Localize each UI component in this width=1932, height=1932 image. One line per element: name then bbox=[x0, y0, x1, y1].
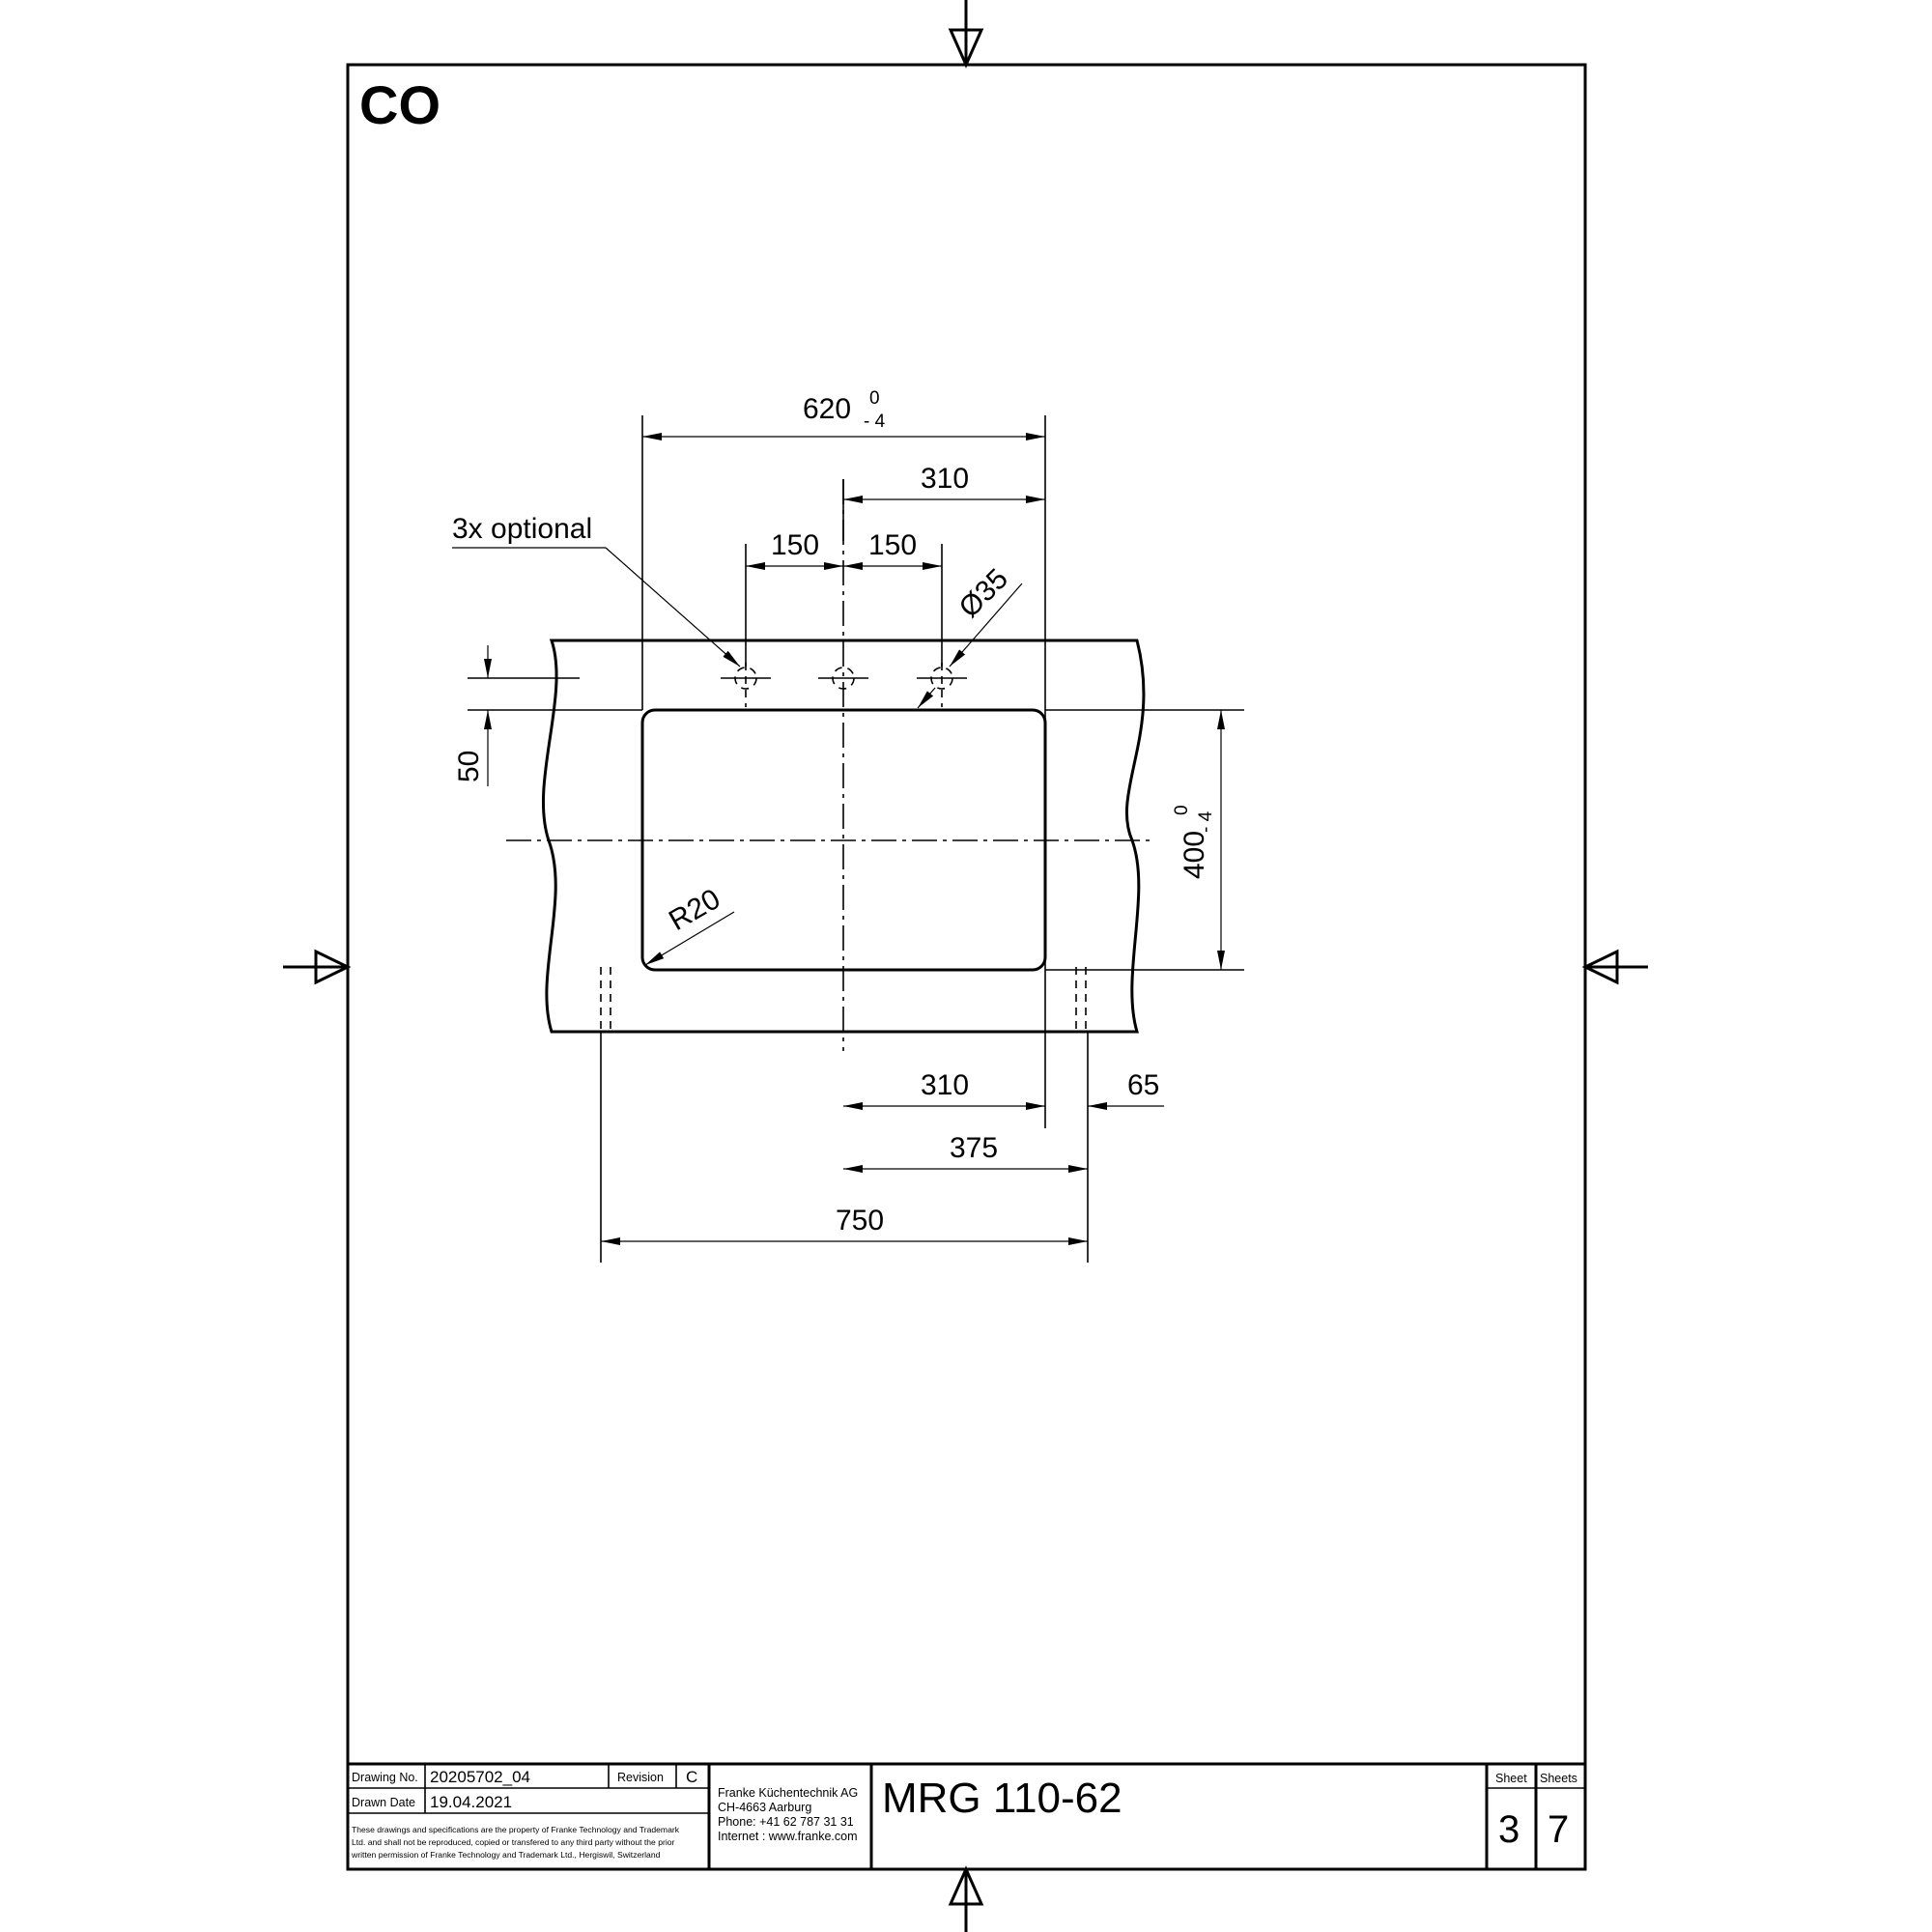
dim-text-750: 750 bbox=[836, 1205, 884, 1236]
dim-text-375: 375 bbox=[950, 1132, 998, 1164]
dim-text-150-right: 150 bbox=[868, 529, 917, 561]
leader-radius bbox=[644, 911, 735, 966]
leader-diameter bbox=[917, 582, 1023, 709]
dim-text-310-top: 310 bbox=[921, 463, 969, 495]
company-name: Franke Küchentechnik AG bbox=[718, 1786, 858, 1800]
tap-hole-centre bbox=[818, 667, 868, 690]
company-address: CH-4663 Aarburg bbox=[718, 1801, 811, 1814]
dim-tol-400-lower: - 4 bbox=[1196, 810, 1216, 833]
countertop-outline bbox=[541, 639, 1146, 1034]
cabinet-side-left bbox=[600, 967, 611, 1032]
extension-lines bbox=[468, 415, 1244, 1263]
sheets-total: 7 bbox=[1548, 1808, 1569, 1851]
dim-text-400: 400 bbox=[1179, 831, 1210, 879]
centring-mark-left bbox=[283, 949, 352, 985]
annotation-hole-diameter: Ø35 bbox=[953, 563, 1014, 624]
title-block bbox=[348, 1762, 1585, 1869]
dim-tol-620-lower: - 4 bbox=[864, 412, 886, 432]
drawing-frame bbox=[346, 63, 1587, 1871]
centring-mark-top bbox=[948, 0, 984, 69]
annotation-3x-optional: 3x optional bbox=[452, 513, 592, 545]
dim-tol-620-upper: 0 bbox=[869, 388, 880, 409]
disclaimer-line-1: These drawings and specifications are th… bbox=[352, 1825, 680, 1834]
disclaimer-line-2: Ltd. and shall not be reproduced, copied… bbox=[352, 1837, 675, 1847]
drawing-no-label: Drawing No. bbox=[352, 1771, 418, 1784]
sheet-label: Sheet bbox=[1495, 1772, 1527, 1785]
disclaimer-line-3: written permission of Franke Technology … bbox=[351, 1850, 661, 1860]
model-name: MRG 110-62 bbox=[882, 1775, 1122, 1822]
dim-text-65: 65 bbox=[1127, 1069, 1159, 1101]
sheets-label: Sheets bbox=[1540, 1772, 1577, 1785]
drawing-no-value: 20205702_04 bbox=[430, 1768, 530, 1786]
sheet-number: 3 bbox=[1498, 1808, 1520, 1851]
revision-label: Revision bbox=[617, 1771, 664, 1784]
cabinet-side-right bbox=[1075, 967, 1087, 1032]
dim-text-620: 620 bbox=[803, 393, 851, 425]
revision-value: C bbox=[686, 1768, 697, 1786]
centring-mark-bottom bbox=[948, 1865, 984, 1932]
view-label: CO bbox=[359, 74, 440, 135]
tap-hole-right bbox=[917, 663, 967, 707]
tap-hole-left bbox=[721, 663, 771, 707]
drawn-date-label: Drawn Date bbox=[352, 1796, 415, 1809]
centring-mark-right bbox=[1581, 949, 1648, 985]
drawn-date-value: 19.04.2021 bbox=[430, 1793, 512, 1811]
company-internet: Internet : www.franke.com bbox=[718, 1830, 858, 1843]
dim-tol-400-upper: 0 bbox=[1172, 805, 1192, 815]
company-phone: Phone: +41 62 787 31 31 bbox=[718, 1815, 854, 1829]
dim-text-150-left: 150 bbox=[771, 529, 819, 561]
leader-3x-optional bbox=[452, 547, 741, 668]
annotation-corner-radius: R20 bbox=[664, 883, 725, 937]
dim-text-310-bottom: 310 bbox=[921, 1069, 969, 1101]
dim-text-50: 50 bbox=[453, 751, 485, 782]
